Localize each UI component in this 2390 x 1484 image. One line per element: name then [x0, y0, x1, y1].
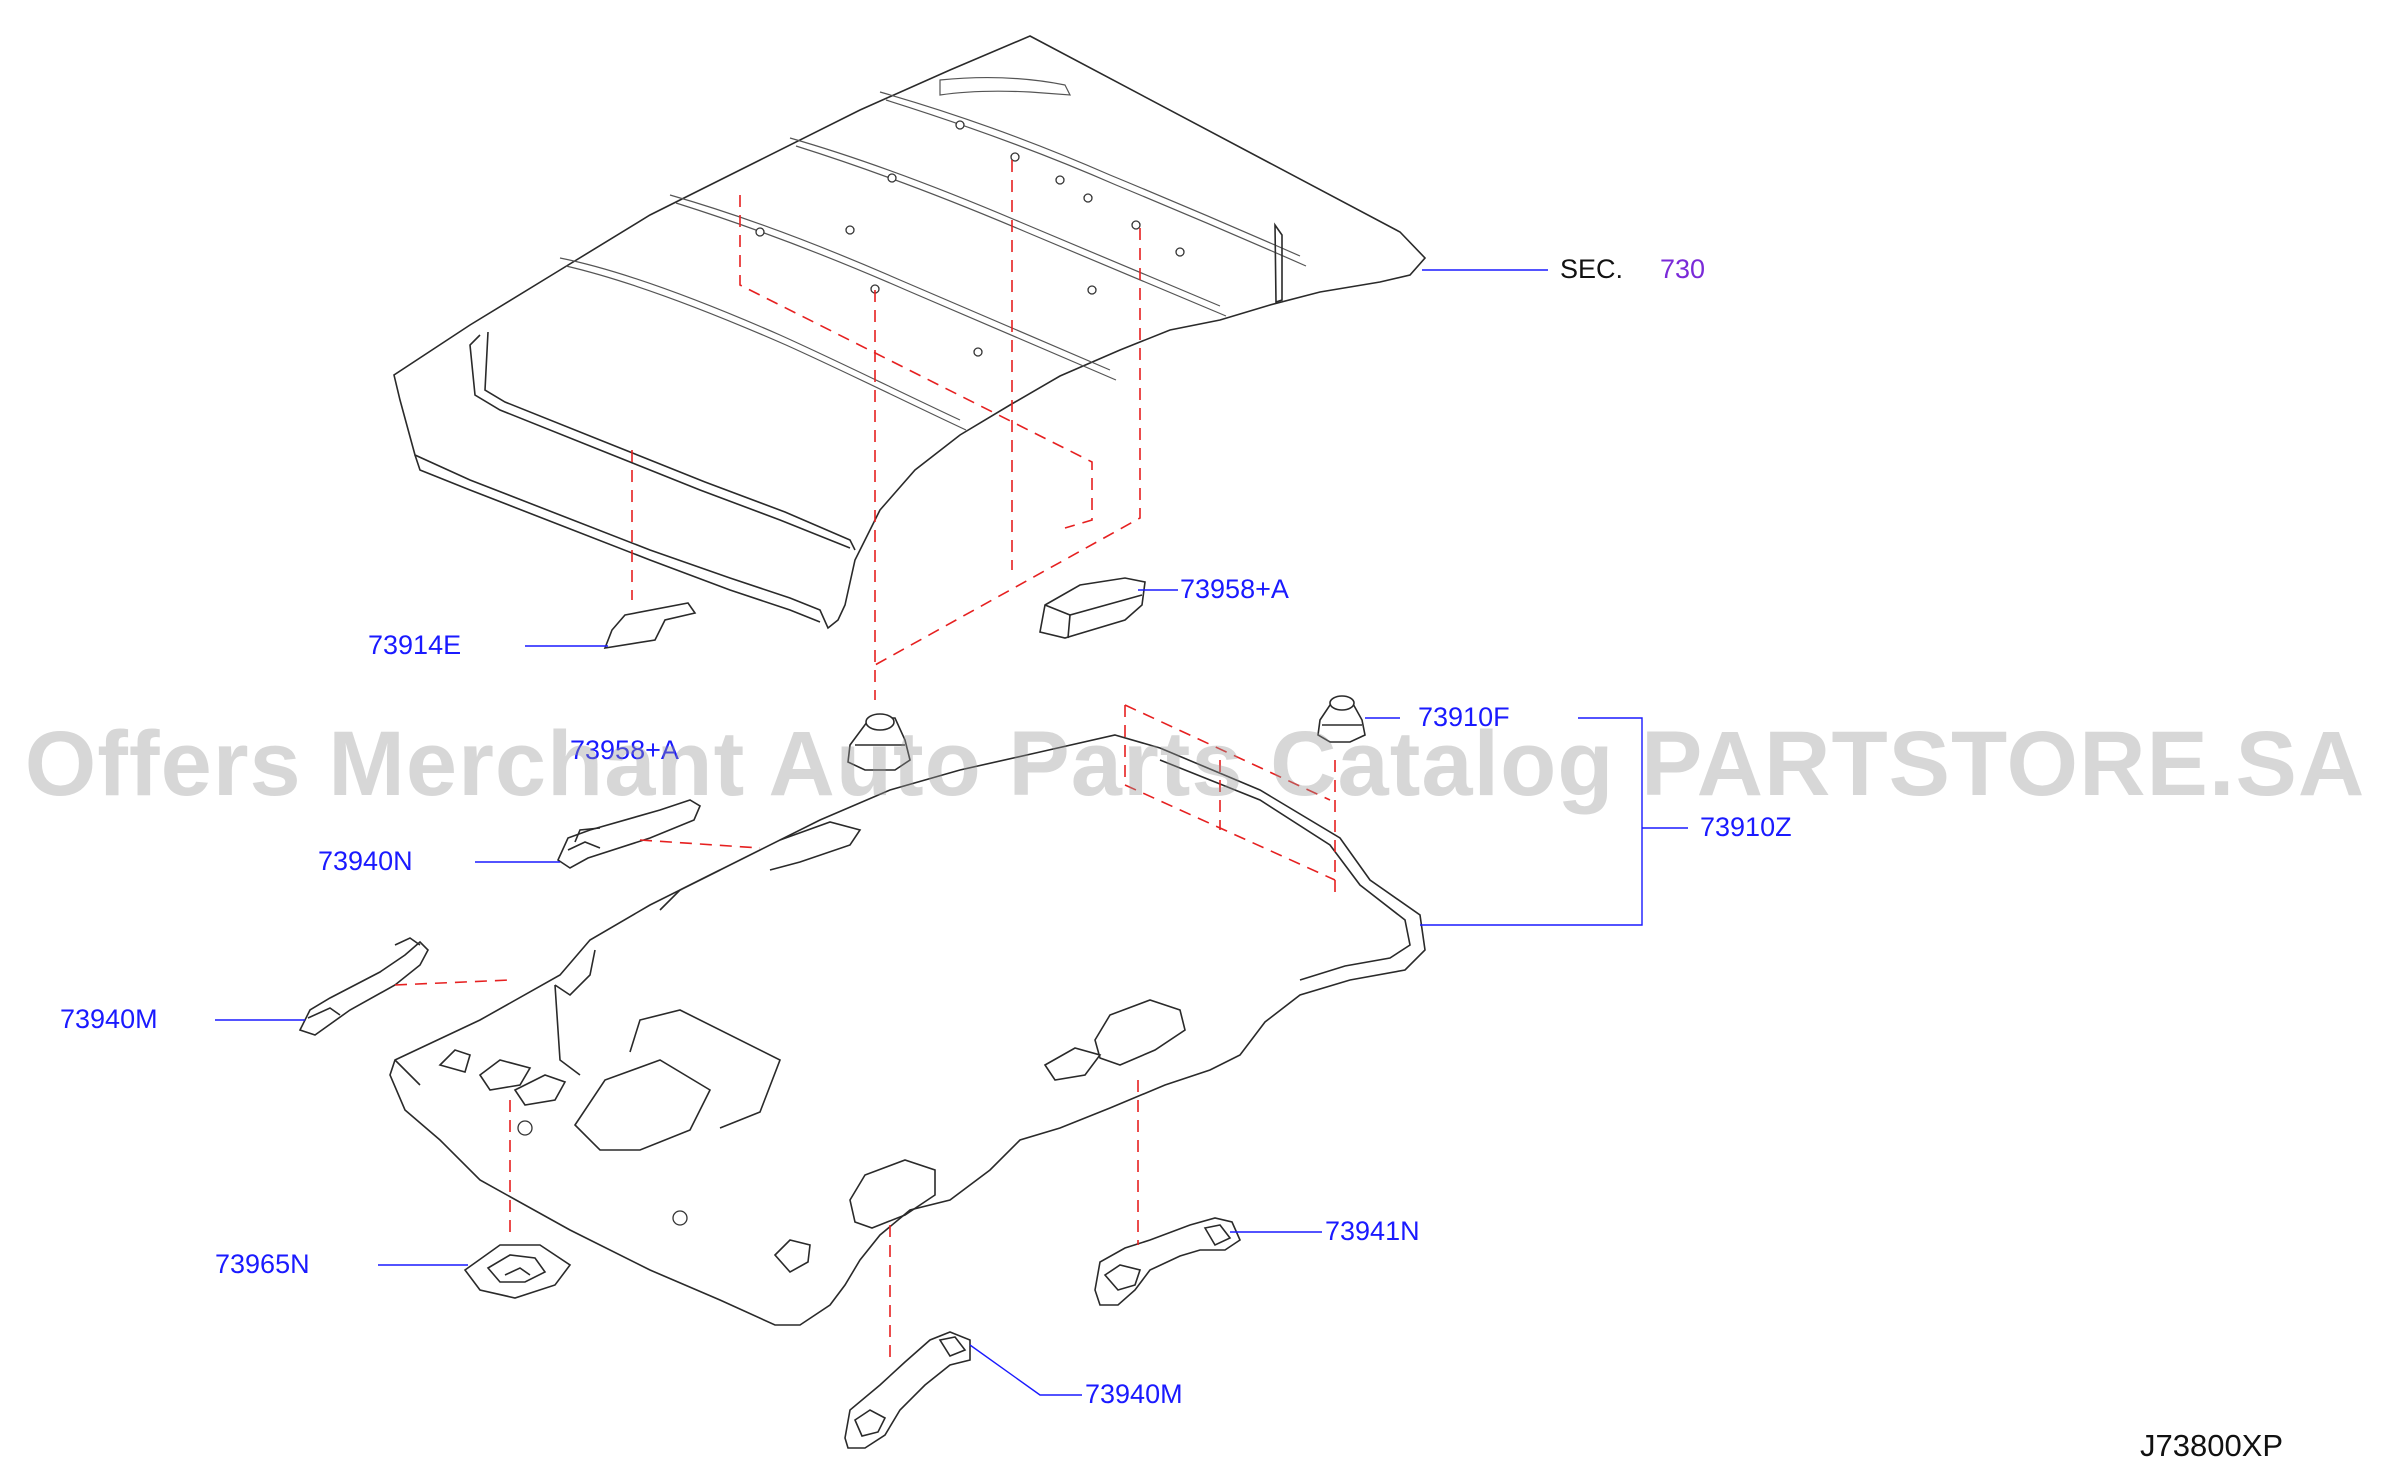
part-label-73914e[interactable]: 73914E — [368, 630, 462, 660]
assist-grip-73940m-bottom[interactable] — [844, 1331, 971, 1449]
watermark-text: Offers Merchant Auto Parts Catalog PARTS… — [24, 713, 2366, 815]
leader-lines — [215, 269, 1688, 1396]
part-label-73940n[interactable]: 73940N — [318, 846, 413, 876]
part-label-73958a-clip[interactable]: 73958+A — [570, 735, 679, 765]
bracket-73958a[interactable] — [1039, 577, 1146, 639]
assist-grip-73940n[interactable] — [556, 799, 702, 869]
section-prefix: SEC. — [1560, 254, 1624, 284]
clip-73958a[interactable] — [847, 713, 911, 771]
section-number-link[interactable]: 730 — [1660, 254, 1706, 284]
headliner-73910z — [389, 734, 1426, 1326]
assist-grip-73941n[interactable] — [1094, 1217, 1242, 1306]
part-label-73940m-left[interactable]: 73940M — [60, 1004, 158, 1034]
diagram-code: J73800XP — [2140, 1428, 2284, 1463]
part-label-73910z[interactable]: 73910Z — [1700, 812, 1792, 842]
pad-73914e[interactable] — [603, 602, 697, 650]
part-label-73965n[interactable]: 73965N — [215, 1249, 310, 1279]
map-lamp-73965n[interactable] — [463, 1244, 572, 1299]
part-label-73958a[interactable]: 73958+A — [1180, 574, 1289, 604]
roof-panel — [393, 35, 1427, 630]
part-label-73910f[interactable]: 73910F — [1418, 702, 1510, 732]
part-label-73941n[interactable]: 73941N — [1325, 1216, 1420, 1246]
clip-73910f[interactable] — [1317, 695, 1366, 743]
assist-grip-73940m-left[interactable] — [298, 937, 429, 1036]
assembly-guides — [394, 160, 1336, 1365]
part-label-73940m-bottom[interactable]: 73940M — [1085, 1379, 1183, 1409]
